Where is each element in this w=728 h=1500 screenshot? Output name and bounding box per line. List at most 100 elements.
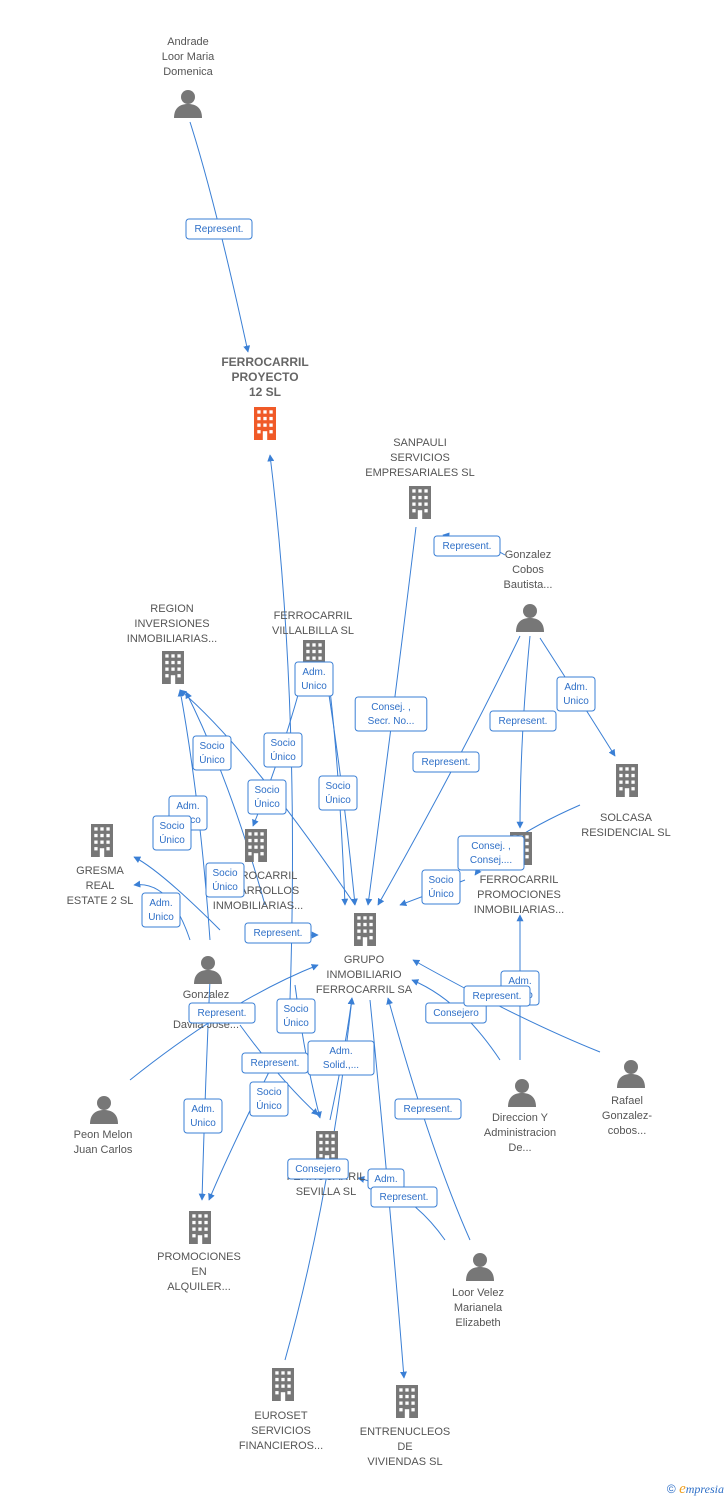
edge-label-text: Adm.Unico <box>301 667 327 692</box>
edge-label-line: Único <box>159 833 185 846</box>
edge-label[interactable]: Adm.Unico <box>183 1098 223 1134</box>
edge-label-text: Represent. <box>195 224 244 235</box>
node-label-line: FERROCARRIL <box>480 874 559 886</box>
building-icon <box>189 1211 211 1244</box>
building-icon <box>245 829 267 862</box>
edge-label[interactable]: Consej. ,Consej.... <box>457 835 525 871</box>
edge-label[interactable]: Represent. <box>188 1002 256 1024</box>
edge-label-box <box>263 732 303 768</box>
node-label-line: PROYECTO <box>231 370 298 384</box>
edge-label[interactable]: Adm. <box>367 1168 405 1190</box>
edge-label-line: Represent. <box>499 716 548 727</box>
edge-label[interactable]: Represent. <box>370 1186 438 1208</box>
edge-label[interactable]: Represent. <box>241 1052 309 1074</box>
edge-label-line: Único <box>199 753 225 766</box>
edge-label[interactable]: Represent. <box>244 922 312 944</box>
edge-label[interactable]: Consejero <box>425 1002 487 1024</box>
empresia-logo[interactable]: © empresia <box>667 1481 724 1498</box>
edge-label-box <box>463 985 531 1007</box>
person-icon <box>617 1060 645 1088</box>
edge-label[interactable]: Represent. <box>463 985 531 1007</box>
edge-label-text: Represent. <box>198 1008 247 1019</box>
node-label-line: GRESMA <box>76 865 124 877</box>
edge-label-box <box>412 751 480 773</box>
building-icon <box>91 824 113 857</box>
node-label-line: REAL <box>86 880 115 892</box>
node-label-line: FERROCARRIL <box>221 355 308 369</box>
edge-label[interactable]: Consejero <box>287 1158 349 1180</box>
edge-label-box <box>457 835 525 871</box>
node-label-line: INVERSIONES <box>134 618 209 630</box>
edge-label-line: Consejero <box>433 1008 479 1019</box>
edge-label-line: Único <box>270 750 296 763</box>
edge-label[interactable]: Represent. <box>489 710 557 732</box>
edge-label-line: Represent. <box>251 1058 300 1069</box>
edge-label[interactable]: Adm.Unico <box>141 892 181 928</box>
edge-label[interactable]: Adm.Unico <box>556 676 596 712</box>
node-label-line: Andrade <box>167 36 209 48</box>
node-label-line: SEVILLA SL <box>296 1186 357 1198</box>
node-label-line: Gonzalez <box>505 549 551 561</box>
edge-label-line: Socio <box>254 785 279 796</box>
edge-label-line: Adm. <box>329 1046 352 1057</box>
copyright-symbol: © <box>666 1482 676 1496</box>
node-label-line: INMOBILIARIAS... <box>213 900 303 912</box>
node-label-line: SOLCASA <box>600 812 653 824</box>
edge-label[interactable]: Represent. <box>185 218 253 240</box>
edge-label[interactable]: Represent. <box>394 1098 462 1120</box>
relationship-edge <box>267 454 293 1001</box>
edge-label-line: Secr. No... <box>368 716 415 727</box>
edge-label-line: Represent. <box>404 1104 453 1115</box>
edge-label-text: Adm. <box>374 1174 397 1185</box>
edge-label-text: Represent. <box>404 1104 453 1115</box>
edge-label-text: Represent. <box>473 991 522 1002</box>
edge-label[interactable]: Represent. <box>412 751 480 773</box>
node-label-line: GRUPO <box>344 954 385 966</box>
edge-label[interactable]: Represent. <box>433 535 501 557</box>
edge-label-line: Socio <box>256 1087 281 1098</box>
edge-label[interactable]: Consej. ,Secr. No... <box>354 696 428 732</box>
brand-e: e <box>679 1481 686 1497</box>
edge-label[interactable]: Adm.Unico <box>294 661 334 697</box>
node-label-line: EMPRESARIALES SL <box>365 467 474 479</box>
main-company-building-icon <box>254 407 276 440</box>
edge-label[interactable]: Adm.Solid.,... <box>307 1040 375 1076</box>
person-icon <box>90 1096 118 1124</box>
edge-label-text: Adm.Solid.,... <box>323 1046 359 1071</box>
relationship-edge <box>133 856 221 931</box>
node-label-line: Cobos <box>512 564 544 576</box>
node-label-line: EUROSET <box>254 1410 307 1422</box>
